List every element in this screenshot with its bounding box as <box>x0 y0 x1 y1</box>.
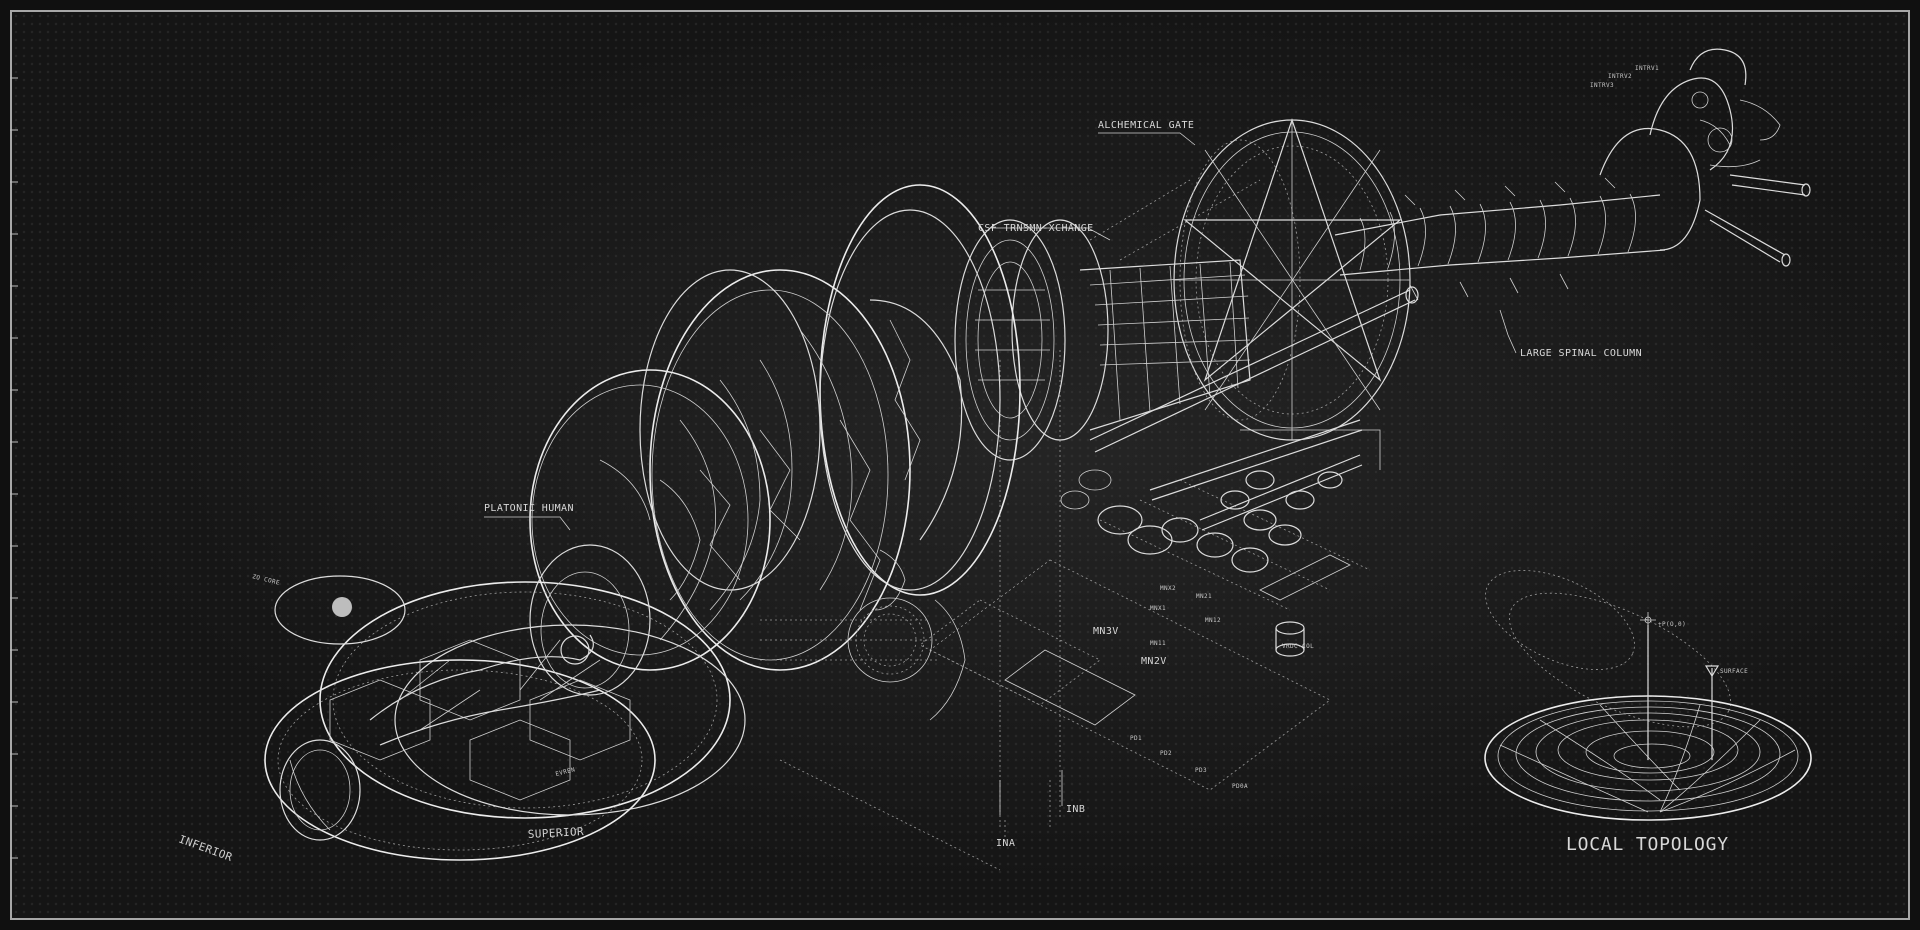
spinal-column <box>1334 48 1811 301</box>
label-superior: SUPERIOR <box>527 825 584 841</box>
label-ina: INA <box>996 838 1015 849</box>
tag-mnx2: MNX2 <box>1160 585 1176 592</box>
tag-pd0a: PD0A <box>1232 783 1248 790</box>
tag-evren: EVREN <box>555 766 576 778</box>
label-inferior: INFERIOR <box>177 833 234 864</box>
local-topology <box>1484 570 1812 821</box>
tag-intrv1: INTRV1 <box>1635 65 1659 72</box>
machine-core <box>954 219 1419 573</box>
label-platonic-human: PLATONIC HUMAN <box>484 503 574 514</box>
tag-vrdc-col: VRDC-COL <box>1282 643 1314 650</box>
blueprint-panel <box>10 10 1910 920</box>
label-inb: INB <box>1066 804 1085 815</box>
label-large-spinal-column: LARGE SPINAL COLUMN <box>1520 348 1642 359</box>
pipe-cluster <box>1060 286 1419 573</box>
ruler-ticks <box>10 77 18 859</box>
tag-pd3: PD3 <box>1195 767 1207 774</box>
tag-pd1: PD1 <box>1130 735 1142 742</box>
vrdc-col-cylinder <box>1275 621 1305 657</box>
tag-mnx1: MNX1 <box>1150 605 1166 612</box>
label-alchemical-gate: ALCHEMICAL GATE <box>1098 120 1194 131</box>
floor-grid <box>779 179 1381 871</box>
tag-pd2: PD2 <box>1160 750 1172 757</box>
alchemical-gate <box>1173 118 1411 441</box>
tag-p00: +P(O,0) <box>1658 621 1686 628</box>
tag-intrv2: INTRV2 <box>1608 73 1632 80</box>
tag-mn21: MN21 <box>1196 593 1212 600</box>
tag-mn12: MN12 <box>1205 617 1221 624</box>
small-tags: MNX1 MNX2 MN12 MN11 MN21 VRDC-COL PD1 PD… <box>252 65 1748 790</box>
leader-lines <box>484 132 1517 815</box>
front-drum <box>529 184 1021 721</box>
label-mn3v: MN3V <box>1093 626 1119 637</box>
tag-zo-core: ZO CORE <box>252 573 281 587</box>
tag-intrv3: INTRV3 <box>1590 82 1614 89</box>
platonic-human-platform <box>264 544 746 861</box>
main-labels: ALCHEMICAL GATE CSF TRNSMN-XCHANGE LARGE… <box>177 120 1729 864</box>
tag-mn11: MN11 <box>1150 640 1166 647</box>
label-mn2v: MN2V <box>1141 656 1167 667</box>
tag-surface: SURFACE <box>1720 668 1748 675</box>
label-local-topology: LOCAL TOPOLOGY <box>1566 834 1729 855</box>
label-csf-exchange: CSF TRNSMN-XCHANGE <box>978 223 1094 234</box>
